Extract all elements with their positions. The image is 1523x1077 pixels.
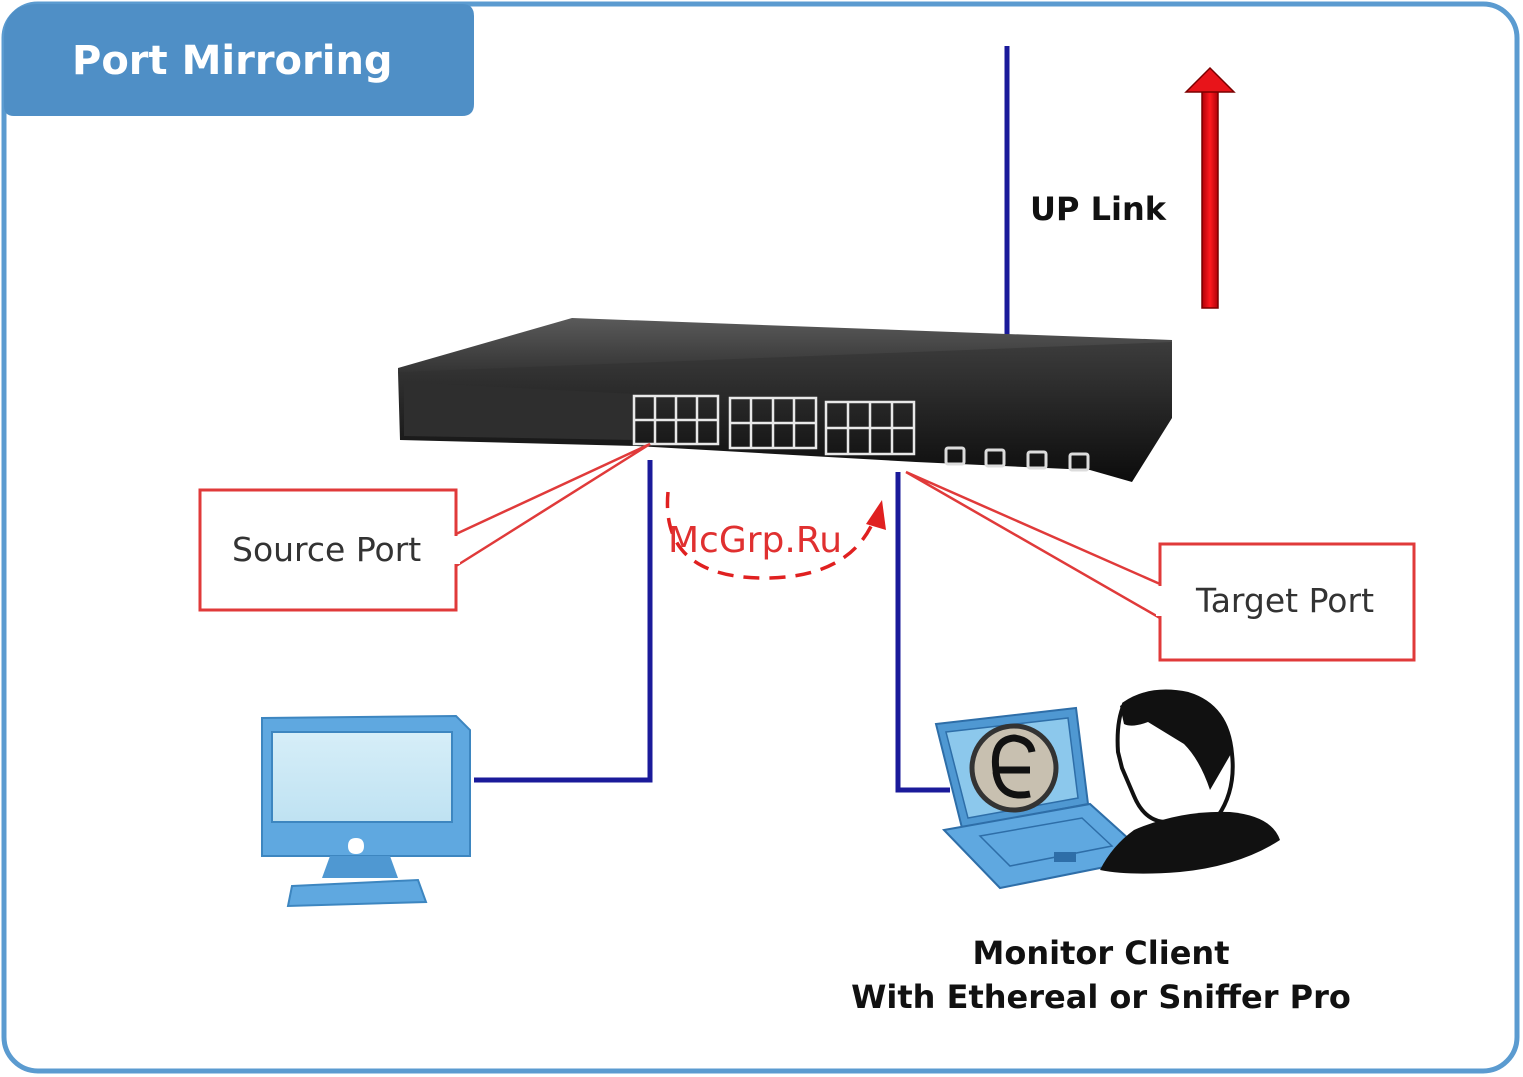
uplink-label: UP Link: [1030, 190, 1167, 228]
watermark: McGrp.Ru: [668, 520, 842, 561]
source-port-label: Source Port: [232, 530, 421, 569]
monitor-client-label: Monitor Client: [973, 934, 1230, 972]
title-tab: Port Mirroring: [4, 4, 474, 116]
page-title: Port Mirroring: [72, 38, 393, 84]
monitor-client-sublabel: With Ethereal or Sniffer Pro: [851, 978, 1351, 1016]
target-port-label: Target Port: [1195, 581, 1374, 620]
